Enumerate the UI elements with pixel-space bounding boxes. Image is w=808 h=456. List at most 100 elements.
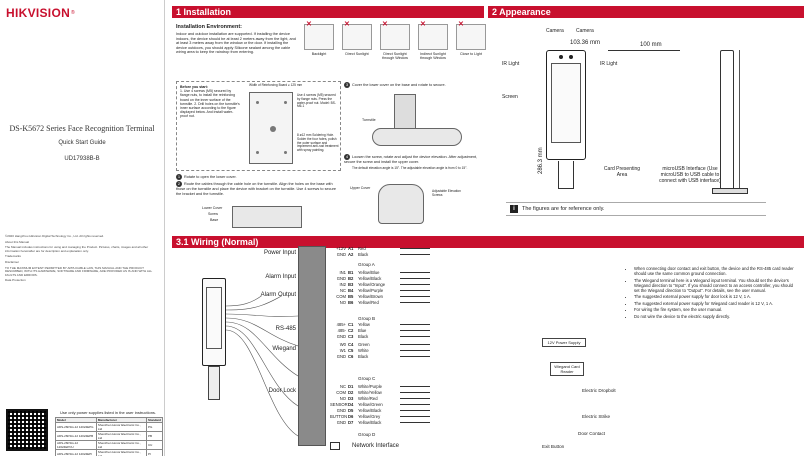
pin-name: NC xyxy=(339,288,346,293)
lighting-item: ✕ Indirect Sunlight through Window xyxy=(416,21,450,60)
wire-line xyxy=(400,416,430,419)
table-cell: Shenzhen Honor Electronic Co., Ltd xyxy=(95,431,147,441)
pin-id: A2 xyxy=(348,252,354,257)
table-cell: ADS-26FSG-12 12024EPI xyxy=(55,449,97,456)
pin-name: 485+ xyxy=(336,322,346,327)
usb-interface-label: microUSB Interface (Use microUSB to USB … xyxy=(659,166,721,184)
wire-color: Yellow/Grey xyxy=(358,414,381,419)
wiring-note: Do not wire the device to the electric s… xyxy=(634,314,798,319)
screw-label: Screw xyxy=(208,212,218,216)
table-header: Standard xyxy=(145,417,164,423)
wire-group-sub: Group D xyxy=(358,432,376,437)
ir-light-label-left: IR Light xyxy=(502,61,520,67)
wire-line xyxy=(400,324,430,327)
pin-name: GND xyxy=(336,354,346,359)
pin-id: D4 xyxy=(348,402,354,407)
cross-icon: ✕ xyxy=(344,21,350,28)
wire-color: Yellow/Orange xyxy=(358,282,386,287)
cable-bundle xyxy=(226,296,298,437)
ir-light-label-right: IR Light xyxy=(600,61,618,67)
brand: HIKVISION ® xyxy=(6,6,75,20)
wire-group-label: Power Input xyxy=(263,250,296,256)
door-contact-label: Door Contact xyxy=(578,431,606,436)
brand-reg: ® xyxy=(71,10,75,16)
before-start-steps: 1. Use 4 screws (M5) secured by flange n… xyxy=(180,89,240,119)
table-cell: PI xyxy=(145,449,164,456)
wire-color: Red xyxy=(358,246,366,251)
legal-line: ©2020 Hangzhou Hikvision Digital Technol… xyxy=(5,234,105,238)
table-cell: PB xyxy=(145,431,164,441)
wire-line xyxy=(400,344,430,347)
wire-line xyxy=(400,272,430,275)
wire-line xyxy=(400,404,430,407)
wiring-note: When connecting door contact and exit bu… xyxy=(634,266,798,276)
installation-env-text: Indoor and outdoor installation are supp… xyxy=(176,32,296,55)
pin-id: A1 xyxy=(348,246,354,251)
table-cell: Shenzhen Honor Electronic Co., Ltd xyxy=(95,449,147,456)
cross-icon: ✕ xyxy=(306,21,312,28)
wire-line xyxy=(400,302,430,305)
wire-line xyxy=(400,398,430,401)
qr-code xyxy=(6,409,48,451)
wire-color: White/Purple xyxy=(358,384,382,389)
wire-line xyxy=(400,386,430,389)
wire-group-label: RS-485 xyxy=(275,326,296,332)
device-on-turnstile xyxy=(394,94,416,132)
pin-id: B6 xyxy=(348,300,354,305)
pin-id: C6 xyxy=(348,354,354,359)
document-title: DS-K5672 Series Face Recognition Termina… xyxy=(9,124,155,133)
wire-line xyxy=(400,284,430,287)
wire-line xyxy=(400,330,430,333)
wire-group-label: Alarm Input xyxy=(265,274,296,280)
table-cell: Shenzhen Honor Electronic Co., Ltd xyxy=(95,440,147,450)
wire-color: Yellow/Green xyxy=(358,402,383,407)
pin-name: NO xyxy=(339,300,346,305)
wire-color: Black xyxy=(358,354,369,359)
height-dimension: 286.3 mm xyxy=(538,147,544,174)
card-reader-box: Wiegand Card Reader xyxy=(550,362,584,376)
cross-icon: ✕ xyxy=(382,21,388,28)
card-area-label: Card Presenting Area xyxy=(603,166,641,178)
wiring-device-diagram xyxy=(202,278,226,366)
wire-line xyxy=(400,248,430,251)
lighting-label: Direct Sunlight xyxy=(345,52,369,56)
wire-line xyxy=(400,392,430,395)
legal-line: Disclaimer xyxy=(5,259,20,264)
camera-label: Camera xyxy=(546,28,564,34)
reference-note: i The figures are for reference only. xyxy=(506,202,766,216)
wire-line xyxy=(400,410,430,413)
pin-id: D6 xyxy=(348,414,354,419)
wiring-notes: When connecting door contact and exit bu… xyxy=(626,266,798,320)
wire-line xyxy=(400,296,430,299)
cross-icon: ✕ xyxy=(458,21,464,28)
pin-id: D7 xyxy=(348,420,354,425)
wire-color: Yellow/Brown xyxy=(358,294,383,299)
pin-name: 485- xyxy=(337,328,346,333)
pin-id: D2 xyxy=(348,390,354,395)
pin-name: COM xyxy=(336,294,346,299)
info-icon: i xyxy=(510,205,518,213)
wire-line xyxy=(400,356,430,359)
screen-label: Screen xyxy=(502,94,518,100)
pin-name: GND xyxy=(336,252,346,257)
wire-color: Blue xyxy=(358,328,367,333)
device-screen xyxy=(551,63,581,143)
wire-group-sub: Group C xyxy=(358,376,376,381)
table-cell: ADS-26FSG-12 12024EPCU xyxy=(55,440,97,450)
pin-id: D1 xyxy=(348,384,354,389)
pin-name: SENSOR xyxy=(330,402,348,407)
depth-dimension: 100 mm xyxy=(640,42,662,48)
lighting-item: ✕ Backlight xyxy=(302,21,336,60)
